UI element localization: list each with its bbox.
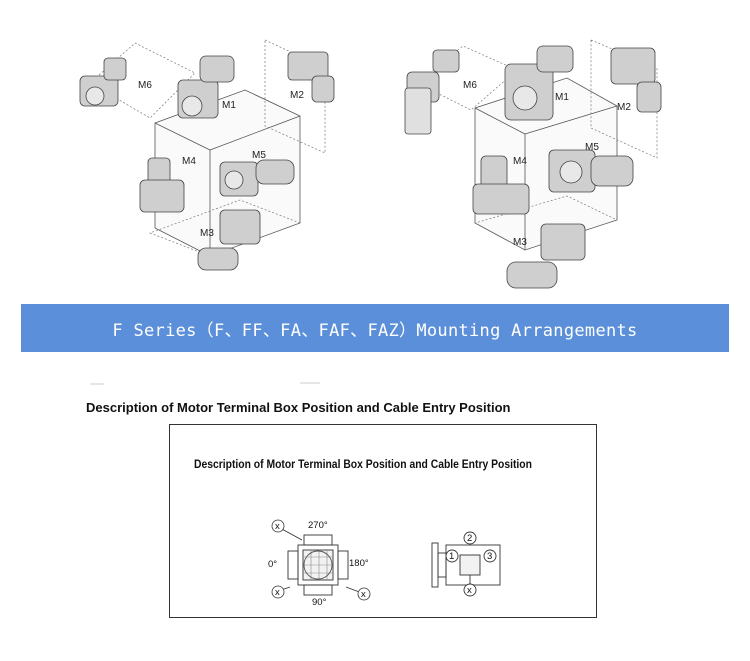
terminal-box-top-view <box>277 527 363 596</box>
mounting-diagram-right: M6 M1 M2 M4 M5 M3 <box>404 39 662 289</box>
gear-motor-m4 <box>472 155 530 215</box>
entry-3: 3 <box>487 551 492 562</box>
cable-marker: x <box>467 585 472 596</box>
label-m4: M4 <box>513 156 527 167</box>
label-m1: M1 <box>555 92 569 103</box>
section-title: Description of Motor Terminal Box Positi… <box>86 400 511 415</box>
faint-mark <box>90 383 104 385</box>
label-m2: M2 <box>290 90 304 101</box>
cable-marker: x <box>361 589 366 600</box>
label-m6: M6 <box>463 80 477 91</box>
banner-title: F Series（F、FF、FA、FAF、FAZ）Mounting Arrang… <box>112 320 638 341</box>
gear-motor-m6 <box>79 57 127 107</box>
gear-motor-m1 <box>177 55 235 119</box>
cable-marker: x <box>275 521 280 532</box>
label-m1: M1 <box>222 100 236 111</box>
label-m5: M5 <box>585 142 599 153</box>
angle-0: 0° <box>268 559 277 570</box>
gear-motor-m3 <box>506 223 586 289</box>
gear-motor-m1 <box>504 45 574 121</box>
series-banner: F Series（F、FF、FA、FAF、FAZ）Mounting Arrang… <box>21 304 729 352</box>
gear-motor-m5 <box>548 149 634 193</box>
faint-mark <box>300 382 320 384</box>
gear-motor-m5 <box>219 159 295 197</box>
gear-motor-m2 <box>287 51 335 103</box>
panel-lines <box>416 39 658 251</box>
label-m5: M5 <box>252 150 266 161</box>
label-m2: M2 <box>617 102 631 113</box>
entry-2: 2 <box>467 533 472 544</box>
gear-motor-m3 <box>197 209 261 271</box>
gear-motor-m2 <box>610 47 662 113</box>
angle-180: 180° <box>349 558 369 569</box>
terminal-box-diagram: Description of Motor Terminal Box Positi… <box>169 424 597 618</box>
angle-270: 270° <box>308 520 328 531</box>
mounting-diagram-left: M6 M1 M2 M4 M5 M3 <box>79 39 335 271</box>
cable-marker: x <box>275 587 280 598</box>
label-m3: M3 <box>513 237 527 248</box>
label-m3: M3 <box>200 228 214 239</box>
label-m6: M6 <box>138 80 152 91</box>
angle-90: 90° <box>312 597 327 608</box>
entry-1: 1 <box>449 551 454 562</box>
label-m4: M4 <box>182 156 196 167</box>
gear-motor-m4 <box>139 157 185 213</box>
cable-entry-markers-left <box>271 519 371 601</box>
cable-entry-side-view <box>431 531 501 597</box>
terminal-position-drawing: x x x 270° 0° 180° 90° x 1 2 3 <box>268 519 501 608</box>
gear-motor-m6 <box>404 49 460 135</box>
box-title: Description of Motor Terminal Box Positi… <box>194 459 532 471</box>
